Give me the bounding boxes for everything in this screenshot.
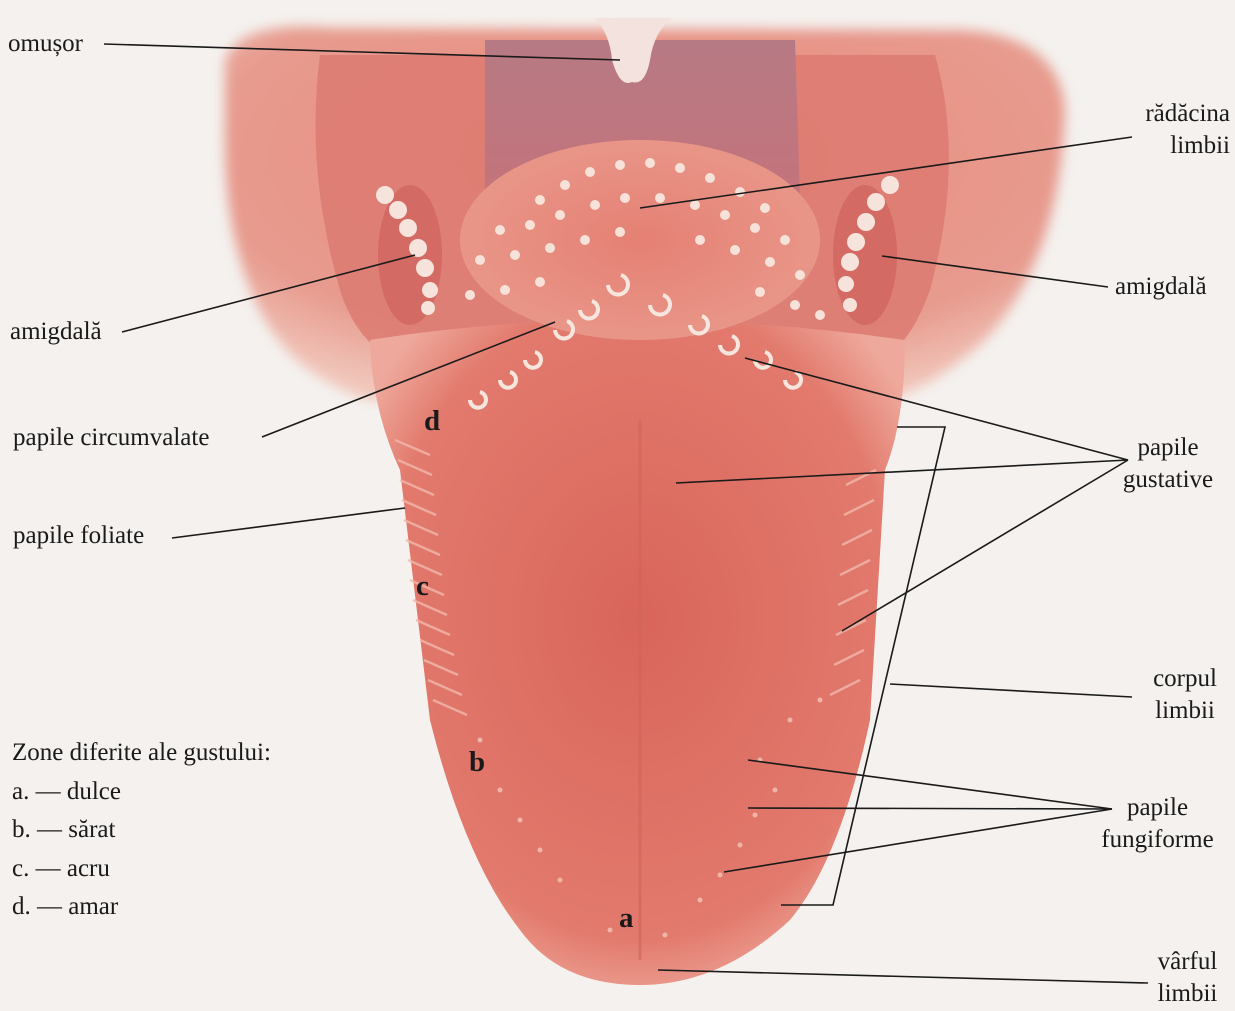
zone-letter-d: d <box>424 405 440 437</box>
label-varful-limbii: vârful limbii <box>1145 946 1230 1010</box>
label-papile-foliate: papile foliate <box>13 520 144 552</box>
zone-letter-c: c <box>416 570 429 602</box>
label-corpul-line2: limbii <box>1140 695 1230 727</box>
legend-item-c: c. — acru <box>12 850 271 889</box>
label-papile-gustative: papile gustative <box>1112 432 1224 496</box>
label-gustative-line2: gustative <box>1112 464 1224 496</box>
label-amigdala-left: amigdală <box>10 316 102 348</box>
label-radacina: rădăcina limbii <box>1140 98 1230 162</box>
legend-item-b: b. — sărat <box>12 811 271 850</box>
leader-varful <box>658 970 1148 983</box>
label-papile-fungiforme: papile fungiforme <box>1090 792 1225 856</box>
label-amigdala-right: amigdală <box>1115 271 1207 303</box>
leader-gustative-3 <box>842 460 1128 631</box>
label-gustative-line1: papile <box>1112 432 1224 464</box>
label-omusor: omușor <box>8 28 83 60</box>
label-fungiforme-line2: fungiforme <box>1090 824 1225 856</box>
leader-corpul <box>890 684 1132 697</box>
label-fungiforme-line1: papile <box>1090 792 1225 824</box>
zone-letter-a: a <box>619 902 634 934</box>
label-radacina-line1: rădăcina <box>1140 98 1230 130</box>
label-radacina-line2: limbii <box>1140 130 1230 162</box>
label-corpul-line1: corpul <box>1140 663 1230 695</box>
label-corpul-limbii: corpul limbii <box>1140 663 1230 727</box>
legend-item-d: d. — amar <box>12 888 271 927</box>
leader-foliate <box>172 508 405 538</box>
label-varful-line2: limbii <box>1145 978 1230 1010</box>
label-varful-line1: vârful <box>1145 946 1230 978</box>
tongue-root <box>460 140 820 340</box>
taste-zones-legend: Zone diferite ale gustului: a. — dulce b… <box>12 734 271 927</box>
legend-title: Zone diferite ale gustului: <box>12 734 271 773</box>
label-papile-circumvalate: papile circumvalate <box>13 422 209 454</box>
leader-fungiforme-2 <box>748 808 1112 809</box>
legend-item-a: a. — dulce <box>12 773 271 812</box>
zone-letter-b: b <box>469 746 485 778</box>
